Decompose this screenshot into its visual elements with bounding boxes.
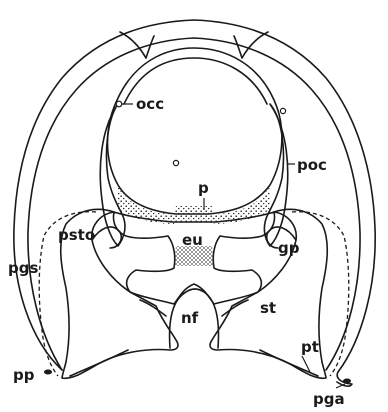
label-pga: pga (313, 390, 345, 408)
label-gp: gp (278, 239, 300, 257)
crosshatch-eu (174, 246, 214, 266)
stipple-center (172, 206, 216, 222)
label-pgs: pgs (8, 259, 38, 277)
label-pt: pt (301, 338, 319, 356)
label-psto: psto (58, 226, 95, 244)
label-pp: pp (13, 366, 35, 384)
label-st: st (260, 299, 276, 317)
outer-outline (14, 20, 375, 386)
left-spine (140, 300, 166, 316)
label-poc: poc (297, 156, 327, 174)
brain-case (108, 48, 282, 214)
left-tip-dot (44, 370, 52, 375)
label-occ: occ (136, 95, 164, 113)
right-lateral-bone (264, 104, 287, 246)
left-lower-tip (70, 350, 128, 376)
right-spine (222, 300, 248, 316)
stipple-left (118, 186, 176, 224)
label-eu: eu (182, 231, 203, 249)
label-nf: nf (181, 309, 199, 327)
stipple-right (212, 186, 270, 224)
label-p: p (198, 179, 209, 197)
right-marker (280, 108, 285, 113)
right-tip-dot (343, 379, 351, 384)
occ-marker (116, 101, 122, 107)
center-marker (173, 160, 178, 165)
